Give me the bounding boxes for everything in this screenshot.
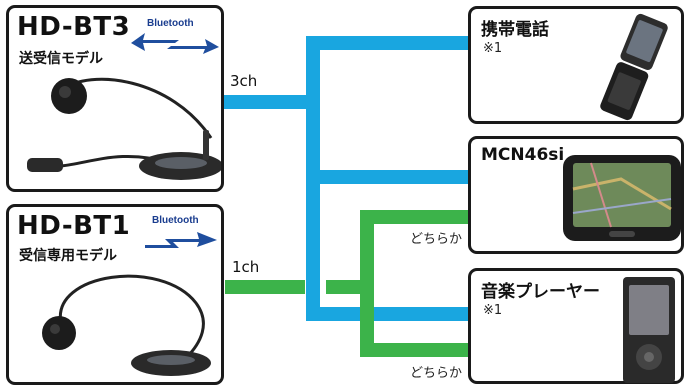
bluetooth-label: Bluetooth: [152, 215, 199, 226]
blue-line-to-navi: [306, 170, 468, 184]
device-name: 音楽プレーヤー: [481, 282, 600, 302]
device-note: ※1: [483, 41, 503, 56]
headset-subtitle: 送受信モデル: [19, 51, 103, 67]
headset-box-hd-bt1: HD-BT1 受信専用モデル Bluetooth: [6, 204, 224, 385]
blue-line-to-player: [306, 307, 468, 321]
bluetooth-bidirectional-arrow-icon: [131, 33, 219, 54]
bluetooth-oneway-arrow-icon: [145, 232, 217, 248]
headset-title: HD-BT3: [17, 12, 131, 42]
headset-hd-bt1-image: [42, 274, 211, 376]
either-label-player: どちらか: [410, 366, 463, 381]
channel-label-1ch: 1ch: [232, 258, 260, 276]
device-box-music-player: 音楽プレーヤー ※1: [468, 268, 684, 384]
green-line-to-player: [360, 343, 468, 357]
headset-subtitle: 受信専用モデル: [19, 248, 117, 264]
blue-line-to-phone: [306, 36, 468, 50]
bluetooth-label: Bluetooth: [147, 18, 194, 29]
device-name: 携帯電話: [481, 20, 549, 40]
headset-box-hd-bt3: HD-BT3 送受信モデル Bluetooth: [6, 5, 224, 192]
headset-title: HD-BT1: [17, 211, 131, 241]
either-label-navi: どちらか: [410, 232, 463, 247]
green-line-to-navi: [360, 210, 468, 224]
car-navigation-icon: [563, 155, 681, 241]
device-name: MCN46si: [481, 145, 565, 165]
green-line-from-hd-bt1: [225, 280, 305, 294]
green-line-vertical: [360, 210, 374, 357]
channel-label-3ch: 3ch: [230, 72, 258, 90]
blue-line-from-hd-bt3: [223, 95, 320, 109]
flip-phone-icon: [600, 13, 668, 121]
headset-hd-bt3-image: [27, 77, 221, 180]
device-note: ※1: [483, 303, 503, 318]
device-box-navigation: MCN46si: [468, 136, 684, 254]
music-player-icon: [623, 277, 675, 383]
device-box-phone: 携帯電話 ※1: [468, 6, 684, 124]
